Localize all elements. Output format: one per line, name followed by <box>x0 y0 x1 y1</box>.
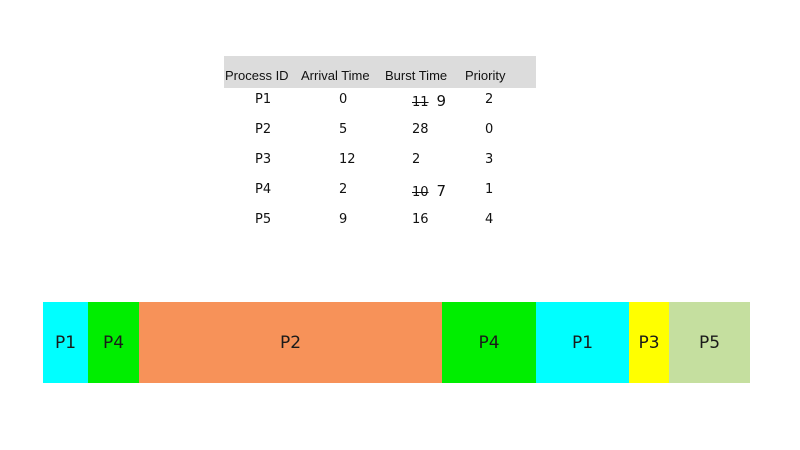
table-row: P5 9 16 4 <box>224 208 536 238</box>
table-row: P2 5 28 0 <box>224 118 536 148</box>
header-arrival-time: Arrival Time <box>301 68 370 83</box>
cell-priority: 1 <box>485 182 494 197</box>
burst-time-corrected: 9 <box>436 92 447 110</box>
cell-priority: 4 <box>485 212 494 227</box>
process-table: Process ID Arrival Time Burst Time Prior… <box>224 56 536 238</box>
cell-process-id: P1 <box>255 92 272 107</box>
table-header: Process ID Arrival Time Burst Time Prior… <box>224 56 536 88</box>
cell-burst-time: 28 <box>412 122 429 137</box>
cell-burst-time: 16 <box>412 212 429 227</box>
cell-process-id: P3 <box>255 152 272 167</box>
table-row: P4 2 10 7 1 <box>224 178 536 208</box>
cell-burst-time: 11 9 <box>412 92 446 110</box>
cell-priority: 2 <box>485 92 494 107</box>
gantt-segment-p2: P2 <box>139 302 442 383</box>
burst-time-corrected: 7 <box>436 182 447 200</box>
gantt-segment-label: P4 <box>478 332 500 353</box>
gantt-segment-label: P3 <box>638 332 660 353</box>
gantt-chart: P1 P4 P2 P4 P1 P3 P5 <box>43 302 750 383</box>
cell-arrival-time: 9 <box>339 212 348 227</box>
gantt-segment-label: P2 <box>279 332 302 353</box>
cell-process-id: P4 <box>255 182 272 197</box>
gantt-segment-p3: P3 <box>629 302 669 383</box>
burst-time-struck: 10 <box>412 185 429 200</box>
gantt-segment-label: P1 <box>54 332 77 353</box>
cell-process-id: P5 <box>255 212 272 227</box>
gantt-segment-p4: P4 <box>88 302 139 383</box>
cell-arrival-time: 12 <box>339 152 356 167</box>
header-burst-time: Burst Time <box>385 68 448 83</box>
gantt-segment-p5: P5 <box>669 302 750 383</box>
gantt-segment-p1: P1 <box>43 302 88 383</box>
gantt-segment-label: P4 <box>102 332 125 353</box>
header-priority: Priority <box>465 68 506 83</box>
cell-arrival-time: 0 <box>339 92 348 107</box>
gantt-segment-label: P1 <box>571 332 594 353</box>
gantt-segment-p1: P1 <box>536 302 629 383</box>
gantt-segment-p4: P4 <box>442 302 536 383</box>
cell-arrival-time: 5 <box>339 122 348 137</box>
header-process-id: Process ID <box>225 68 289 83</box>
table-row: P3 12 2 3 <box>224 148 536 178</box>
cell-burst-time: 10 7 <box>412 182 446 200</box>
cell-process-id: P2 <box>255 122 272 137</box>
cell-priority: 3 <box>485 152 494 167</box>
cell-burst-time: 2 <box>412 152 421 167</box>
burst-time-struck: 11 <box>412 95 429 110</box>
cell-priority: 0 <box>485 122 494 137</box>
cell-arrival-time: 2 <box>339 182 348 197</box>
gantt-segment-label: P5 <box>698 332 721 353</box>
table-row: P1 0 11 9 2 <box>224 88 536 118</box>
